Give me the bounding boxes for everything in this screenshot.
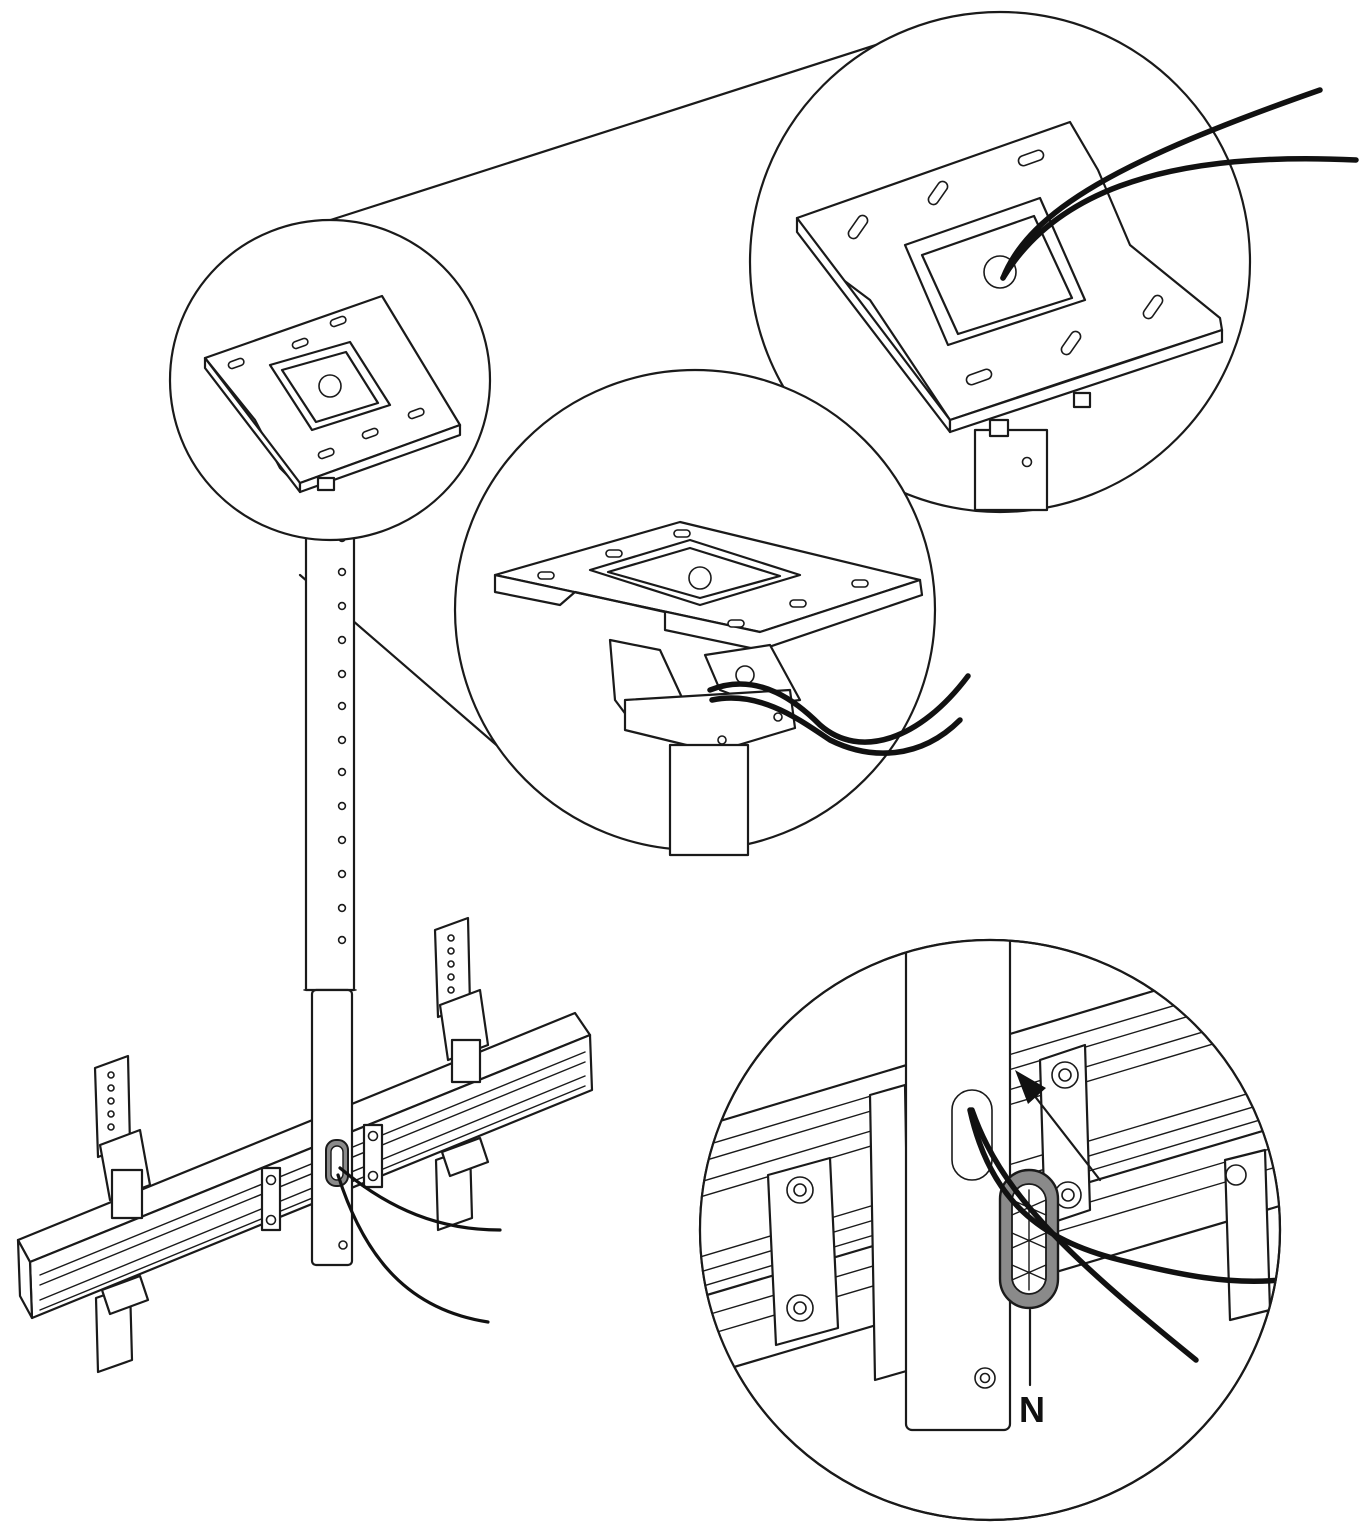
grommet-detail-circle	[698, 938, 1282, 1522]
plate-detail-circle-large	[748, 10, 1359, 514]
grommet-callout-label: N	[1019, 1389, 1045, 1430]
plate-detail-circle-small	[168, 218, 492, 542]
main-cables	[336, 1166, 502, 1324]
extension-pole	[303, 478, 357, 1267]
left-display-bracket	[93, 1054, 152, 1374]
mount-head-detail-circle	[453, 368, 971, 857]
main-assembly	[16, 478, 594, 1374]
right-display-bracket	[433, 916, 490, 1232]
